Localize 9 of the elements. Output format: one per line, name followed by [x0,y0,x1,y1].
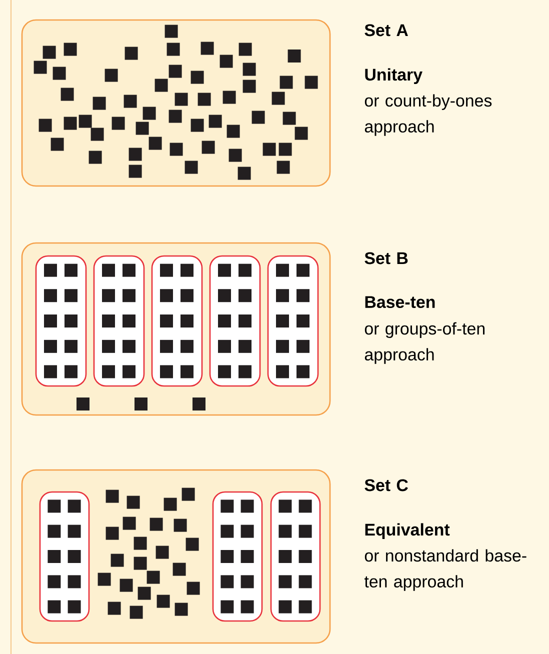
approach-heading: Unitary [365,68,422,84]
approach-heading: Base-ten [365,296,435,308]
approach-description: or count-by-ones approach [364,94,492,136]
approach-description: or groups-of-ten approach [364,322,484,364]
approach-heading: Equivalent [365,523,450,539]
approach-description: or nonstandard base-ten approach [364,549,526,591]
set-label: Set B [364,252,408,264]
set-label: Set A [364,24,408,36]
set-label: Set C [364,479,408,492]
